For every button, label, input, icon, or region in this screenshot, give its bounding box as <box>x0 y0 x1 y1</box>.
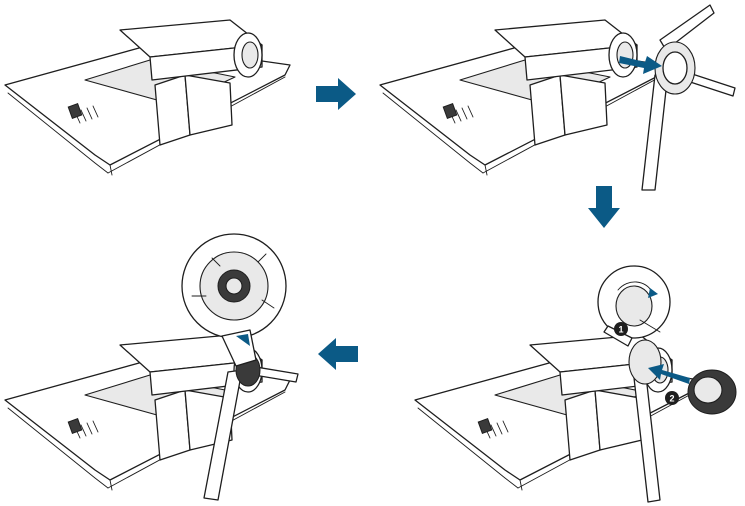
zoom-detail-screw <box>597 265 671 339</box>
svg-text:1: 1 <box>618 325 623 335</box>
zoom-detail-cover <box>181 233 287 339</box>
stand-arm <box>641 4 736 191</box>
step-badge-1: 1 <box>614 322 628 336</box>
cover-cap <box>687 369 737 415</box>
step-monitor-facedown <box>4 19 291 176</box>
step-attach-stand <box>379 4 736 191</box>
arrow-left-icon <box>318 338 358 370</box>
arrow-down-icon <box>588 186 620 228</box>
arrow-right-icon <box>316 78 356 110</box>
step-completed-assembly <box>4 233 299 501</box>
step-badge-2: 2 <box>665 391 679 405</box>
svg-text:2: 2 <box>669 394 674 404</box>
step-secure-screw: 1 2 <box>414 265 737 503</box>
insert-arrow-icon <box>619 56 662 74</box>
